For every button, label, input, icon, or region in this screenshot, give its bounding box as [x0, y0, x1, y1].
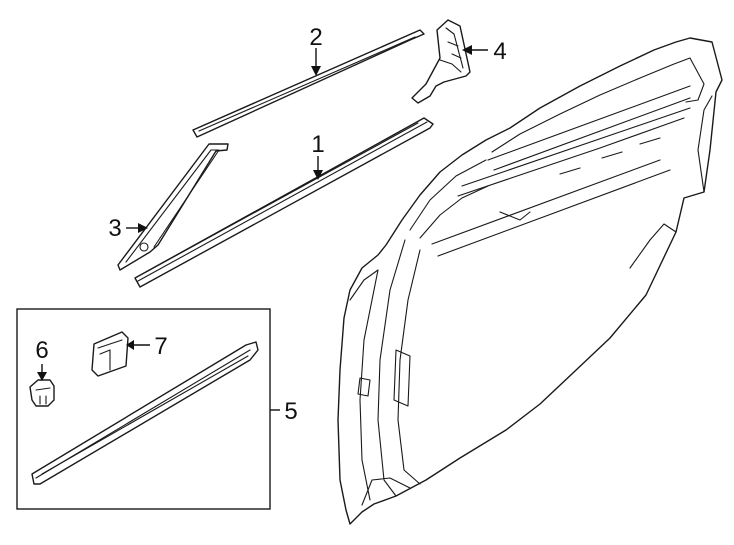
- callout-2: 2: [309, 24, 322, 51]
- callout-3: 3: [108, 215, 121, 242]
- part-5-door-molding: [31, 341, 259, 485]
- parts-group-box: [16, 308, 271, 510]
- callout-1: 1: [311, 131, 324, 158]
- callout-5: 5: [284, 398, 297, 425]
- part-3-pillar-trim: [117, 143, 229, 271]
- part-4-corner-trim: [411, 19, 471, 104]
- part-6-clip: [29, 379, 55, 407]
- callout-7: 7: [154, 333, 167, 360]
- part-2-upper-molding: [192, 29, 425, 138]
- callout-4: 4: [493, 38, 506, 65]
- door-shell: [337, 37, 723, 525]
- part-7-tape: [91, 331, 129, 377]
- callout-6: 6: [35, 337, 48, 364]
- callout-leaders: [37, 45, 488, 411]
- part-1-belt-molding: [134, 117, 434, 288]
